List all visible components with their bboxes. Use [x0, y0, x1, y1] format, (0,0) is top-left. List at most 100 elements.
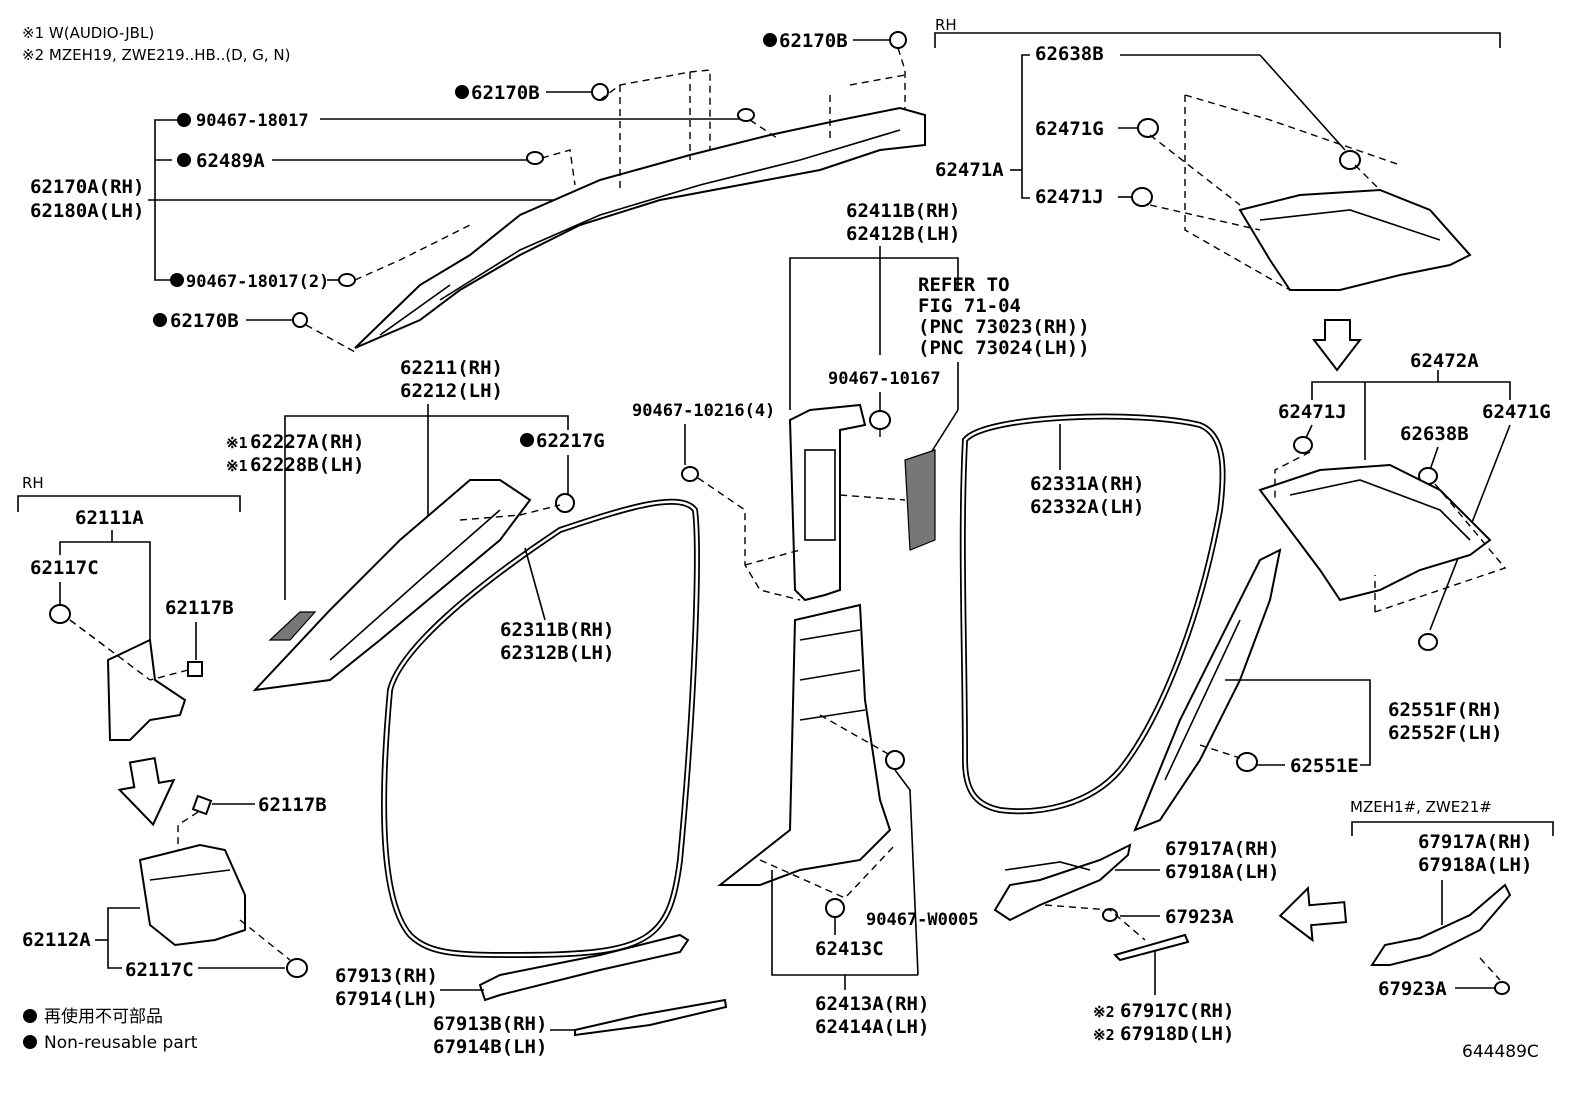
kick-panel-upper — [106, 638, 187, 741]
a-pillar-garnish — [354, 106, 926, 349]
label-90467-18017-2: 90467-18017(2) — [186, 272, 329, 292]
label-62552F-LH: 62552F(LH) — [1388, 722, 1502, 744]
front-scuff-strip — [574, 998, 728, 1037]
mzeh-group: MZEH1#, ZWE21# 67917A(RH) 67918A(LH) 679… — [1350, 798, 1554, 1000]
b-pillar-lower-garnish — [717, 603, 892, 886]
label-67913B-RH: 67913B(RH) — [433, 1013, 547, 1035]
front-door-weatherstrip-group: 62311B(RH) 62312B(LH) — [381, 498, 700, 959]
quarter-trim-upper — [1238, 188, 1472, 291]
non-reusable-dot-legend-2 — [23, 1035, 37, 1049]
quarter-trim-lower — [1258, 463, 1492, 602]
refer-line-2: FIG 71-04 — [918, 295, 1021, 317]
label-62117B-a: 62117B — [165, 597, 234, 619]
label-62170A-RH: 62170A(RH) — [30, 176, 144, 198]
group-rh-left: RH — [22, 474, 44, 492]
label-62228B-LH: 62228B(LH) — [250, 454, 364, 476]
speaker-grille — [268, 611, 317, 641]
arrow-down-icon — [1311, 319, 1363, 372]
scuff-plate-group: 67913(RH) 67914(LH) 67913B(RH) 67914B(LH… — [335, 933, 728, 1058]
label-62170B-top: 62170B — [779, 30, 848, 52]
non-reusable-dot-legend-1 — [23, 1009, 37, 1023]
kick-panel-group: RH 62111A 62117C 62117B 62117B 62112A 62… — [17, 474, 327, 981]
label-90467-18017: 90467-18017 — [196, 111, 309, 131]
rear-scuff-group: 67917A(RH) 67918A(LH) 67923A ※2 67917C(R… — [993, 838, 1348, 1045]
label-62117C-a: 62117C — [30, 557, 99, 579]
note-1: ※1 W(AUDIO-JBL) — [22, 24, 154, 42]
label-62551E: 62551E — [1290, 755, 1359, 777]
a-pillar-upper-group: 62170B 62170B 90467-18017 62489A 62170A(… — [30, 30, 926, 353]
label-62489A: 62489A — [196, 150, 265, 172]
b-pillar-upper-garnish — [788, 403, 867, 602]
note-2: ※2 MZEH19, ZWE219..HB..(D, G, N) — [22, 46, 291, 64]
label-62311B-RH: 62311B(RH) — [500, 619, 614, 641]
rear-door-weatherstrip-group: 62331A(RH) 62332A(LH) — [959, 413, 1226, 815]
rear-scuff-strip — [1113, 933, 1190, 962]
quarter-strip-group: 62551F(RH) 62552F(LH) 62551E — [1133, 548, 1502, 832]
mzeh-scuff-plate — [1370, 883, 1512, 966]
group-mzeh: MZEH1#, ZWE21# — [1350, 798, 1492, 816]
label-62170B-mid: 62170B — [471, 82, 540, 104]
label-62471G-b: 62471G — [1482, 401, 1551, 423]
label-67918A-LH-a: 67918A(LH) — [1165, 861, 1279, 883]
label-90467-W0005: 90467-W0005 — [866, 910, 979, 930]
label-67914-LH: 67914(LH) — [335, 988, 438, 1010]
b-pillar-lower-group: 90467-W0005 62413C 62413A(RH) 62414A(LH) — [717, 603, 979, 1038]
label-62471J-b: 62471J — [1278, 401, 1347, 423]
mark-x1-b: ※1 — [226, 457, 248, 475]
label-62551F-RH: 62551F(RH) — [1388, 699, 1502, 721]
seatbelt-anchor — [904, 449, 936, 551]
refer-line-1: REFER TO — [918, 274, 1010, 296]
rear-scuff-plate — [993, 843, 1132, 922]
label-62413A-RH: 62413A(RH) — [815, 993, 929, 1015]
mark-x2-a: ※2 — [1093, 1003, 1115, 1021]
label-62412B-LH: 62412B(LH) — [846, 223, 960, 245]
label-62117C-b: 62117C — [125, 959, 194, 981]
label-62212-LH: 62212(LH) — [400, 380, 503, 402]
label-67923A-b: 67923A — [1378, 978, 1447, 1000]
label-62472A: 62472A — [1410, 350, 1479, 372]
group-rh-top: RH — [935, 16, 957, 34]
label-62638B-b: 62638B — [1400, 423, 1469, 445]
label-62411B-RH: 62411B(RH) — [846, 200, 960, 222]
a-pillar-lower-group: 62211(RH) 62212(LH) ※1 62227A(RH) ※1 622… — [226, 357, 605, 692]
label-67918D-LH: 67918D(LH) — [1120, 1023, 1234, 1045]
label-90467-10167: 90467-10167 — [828, 369, 941, 389]
b-pillar-upper-group: 62411B(RH) 62412B(LH) REFER TO FIG 71-04… — [788, 200, 1090, 602]
label-62413C: 62413C — [815, 938, 884, 960]
label-67917C-RH: 67917C(RH) — [1120, 1000, 1234, 1022]
mark-x2-b: ※2 — [1093, 1026, 1115, 1044]
label-67914B-LH: 67914B(LH) — [433, 1036, 547, 1058]
label-62170B-bottom: 62170B — [170, 310, 239, 332]
label-62414A-LH: 62414A(LH) — [815, 1016, 929, 1038]
label-90467-10216-4: 90467-10216(4) — [632, 401, 775, 421]
quarter-upper-group: RH 62638B 62471G 62471A 62471J — [934, 16, 1501, 372]
label-62111A: 62111A — [75, 507, 144, 529]
legend-en: Non-reusable part — [44, 1033, 198, 1053]
label-62331A-RH: 62331A(RH) — [1030, 473, 1144, 495]
label-62217G: 62217G — [536, 430, 605, 452]
figure-id: 644489C — [1462, 1042, 1539, 1062]
legend-jp: 再使用不可部品 — [44, 1006, 163, 1027]
quarter-lower-group: 62472A 62471J 62638B 62471G — [1258, 350, 1551, 651]
label-62471G-a: 62471G — [1035, 118, 1104, 140]
front-scuff-plate — [478, 933, 690, 1002]
label-62180A-LH: 62180A(LH) — [30, 200, 144, 222]
label-62312B-LH: 62312B(LH) — [500, 642, 614, 664]
label-67917A-RH-a: 67917A(RH) — [1165, 838, 1279, 860]
non-reusable-dot — [763, 33, 777, 47]
legend: 再使用不可部品 Non-reusable part — [23, 1006, 198, 1053]
mark-x1-a: ※1 — [226, 434, 248, 452]
label-62117B-b: 62117B — [258, 794, 327, 816]
label-67923A-a: 67923A — [1165, 906, 1234, 928]
label-67913-RH: 67913(RH) — [335, 965, 438, 987]
arrow-left-icon — [1278, 886, 1348, 943]
label-62332A-LH: 62332A(LH) — [1030, 496, 1144, 518]
refer-line-3: (PNC 73023(RH)) — [918, 316, 1090, 338]
label-62112A: 62112A — [22, 929, 91, 951]
clip-group-10216: 90467-10216(4) — [632, 401, 801, 601]
label-62471J-a: 62471J — [1035, 186, 1104, 208]
kick-panel-lower — [138, 843, 246, 947]
refer-line-4: (PNC 73024(LH)) — [918, 337, 1090, 359]
arrow-down-icon-2 — [117, 757, 176, 827]
